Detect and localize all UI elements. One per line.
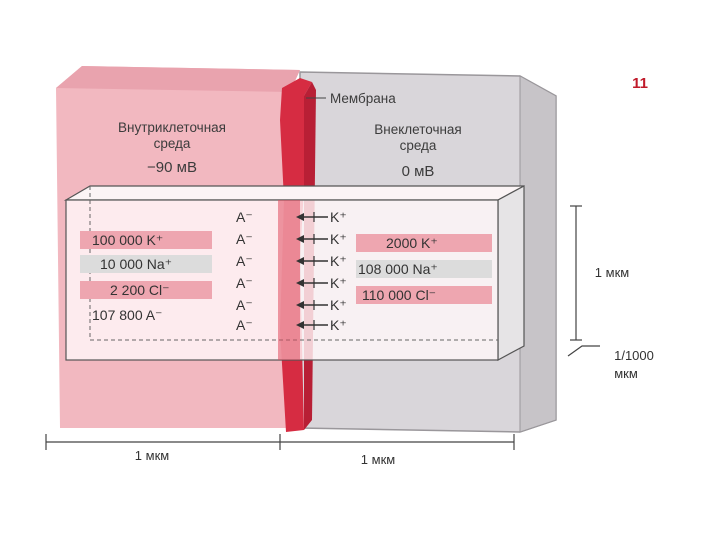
extracellular-side-face <box>519 75 557 433</box>
ion-label-in-na: 10 000 Na⁺ <box>100 256 172 272</box>
ion-label-in-cl: 2 200 Cl⁻ <box>110 282 170 298</box>
extracellular-potential: 0 мВ <box>402 163 435 180</box>
depth-scale-label-line1: 1/1000 <box>614 348 654 363</box>
intracellular-title-line2: среда <box>154 136 191 151</box>
membrane-anion: A⁻ <box>236 209 253 225</box>
membrane-arrow-head <box>296 213 304 221</box>
membrane-cation: K⁺ <box>330 317 347 333</box>
membrane-anion: A⁻ <box>236 231 253 247</box>
membrane-arrow-head <box>296 279 304 287</box>
slab-top-face <box>63 185 525 201</box>
ion-label-out-na: 108 000 Na⁺ <box>358 261 438 277</box>
extracellular-title-line1: Внеклеточная <box>374 122 462 137</box>
membrane-cation: K⁺ <box>330 231 347 247</box>
ion-highlight-k-out <box>356 234 492 252</box>
membrane-cation: K⁺ <box>330 275 347 291</box>
membrane-anion: A⁻ <box>236 297 253 313</box>
cross-section-slab <box>63 184 525 362</box>
slab-side-face <box>497 184 525 362</box>
horizontal-scale-label-left: 1 мкм <box>135 448 169 463</box>
membrane-label: Мембрана <box>330 91 396 106</box>
ion-label-out-k: 2000 K⁺ <box>386 235 438 251</box>
vertical-scale: 1 мкм <box>570 205 629 341</box>
membrane-arrow-head <box>296 235 304 243</box>
ion-highlight-cl-out <box>356 286 492 304</box>
membrane-cation: K⁺ <box>330 209 347 225</box>
ion-label-out-cl: 110 000 Cl⁻ <box>362 287 436 303</box>
membrane-arrow-head <box>296 321 304 329</box>
depth-scale: 1/1000 мкм <box>567 345 654 381</box>
vertical-scale-label: 1 мкм <box>595 265 629 280</box>
intracellular-top-face <box>56 66 300 92</box>
ion-highlight-na-in <box>80 255 212 273</box>
intracellular-title-line1: Внутриклеточная <box>118 120 226 135</box>
ion-label-in-k: 100 000 K⁺ <box>92 232 163 248</box>
slab-membrane-section <box>278 200 300 360</box>
membrane-arrow-head <box>296 301 304 309</box>
membrane-arrows <box>296 212 328 330</box>
horizontal-scale: 1 мкм 1 мкм <box>45 434 515 467</box>
membrane-anion: A⁻ <box>236 275 253 291</box>
membrane-arrow-head <box>296 257 304 265</box>
intracellular-potential: −90 мВ <box>147 159 197 176</box>
membrane-anion: A⁻ <box>236 253 253 269</box>
extracellular-title-line2: среда <box>400 138 437 153</box>
membrane-anion: A⁻ <box>236 317 253 333</box>
membrane-cation: K⁺ <box>330 253 347 269</box>
membrane-cation: K⁺ <box>330 297 347 313</box>
depth-scale-label-line2: мкм <box>614 366 638 381</box>
membrane-ion-column: A⁻ A⁻ A⁻ A⁻ A⁻ A⁻ K⁺ K⁺ K⁺ K⁺ K⁺ K⁺ <box>236 209 347 333</box>
ion-label-in-a: 107 800 A⁻ <box>92 307 162 323</box>
ion-highlight-cl-in <box>80 281 212 299</box>
ion-highlight-na-out <box>356 260 492 278</box>
depth-scale-mark <box>567 345 600 357</box>
horizontal-scale-label-right: 1 мкм <box>361 452 395 467</box>
figure-number: 11 <box>632 75 648 92</box>
ion-highlight-k-in <box>80 231 212 249</box>
